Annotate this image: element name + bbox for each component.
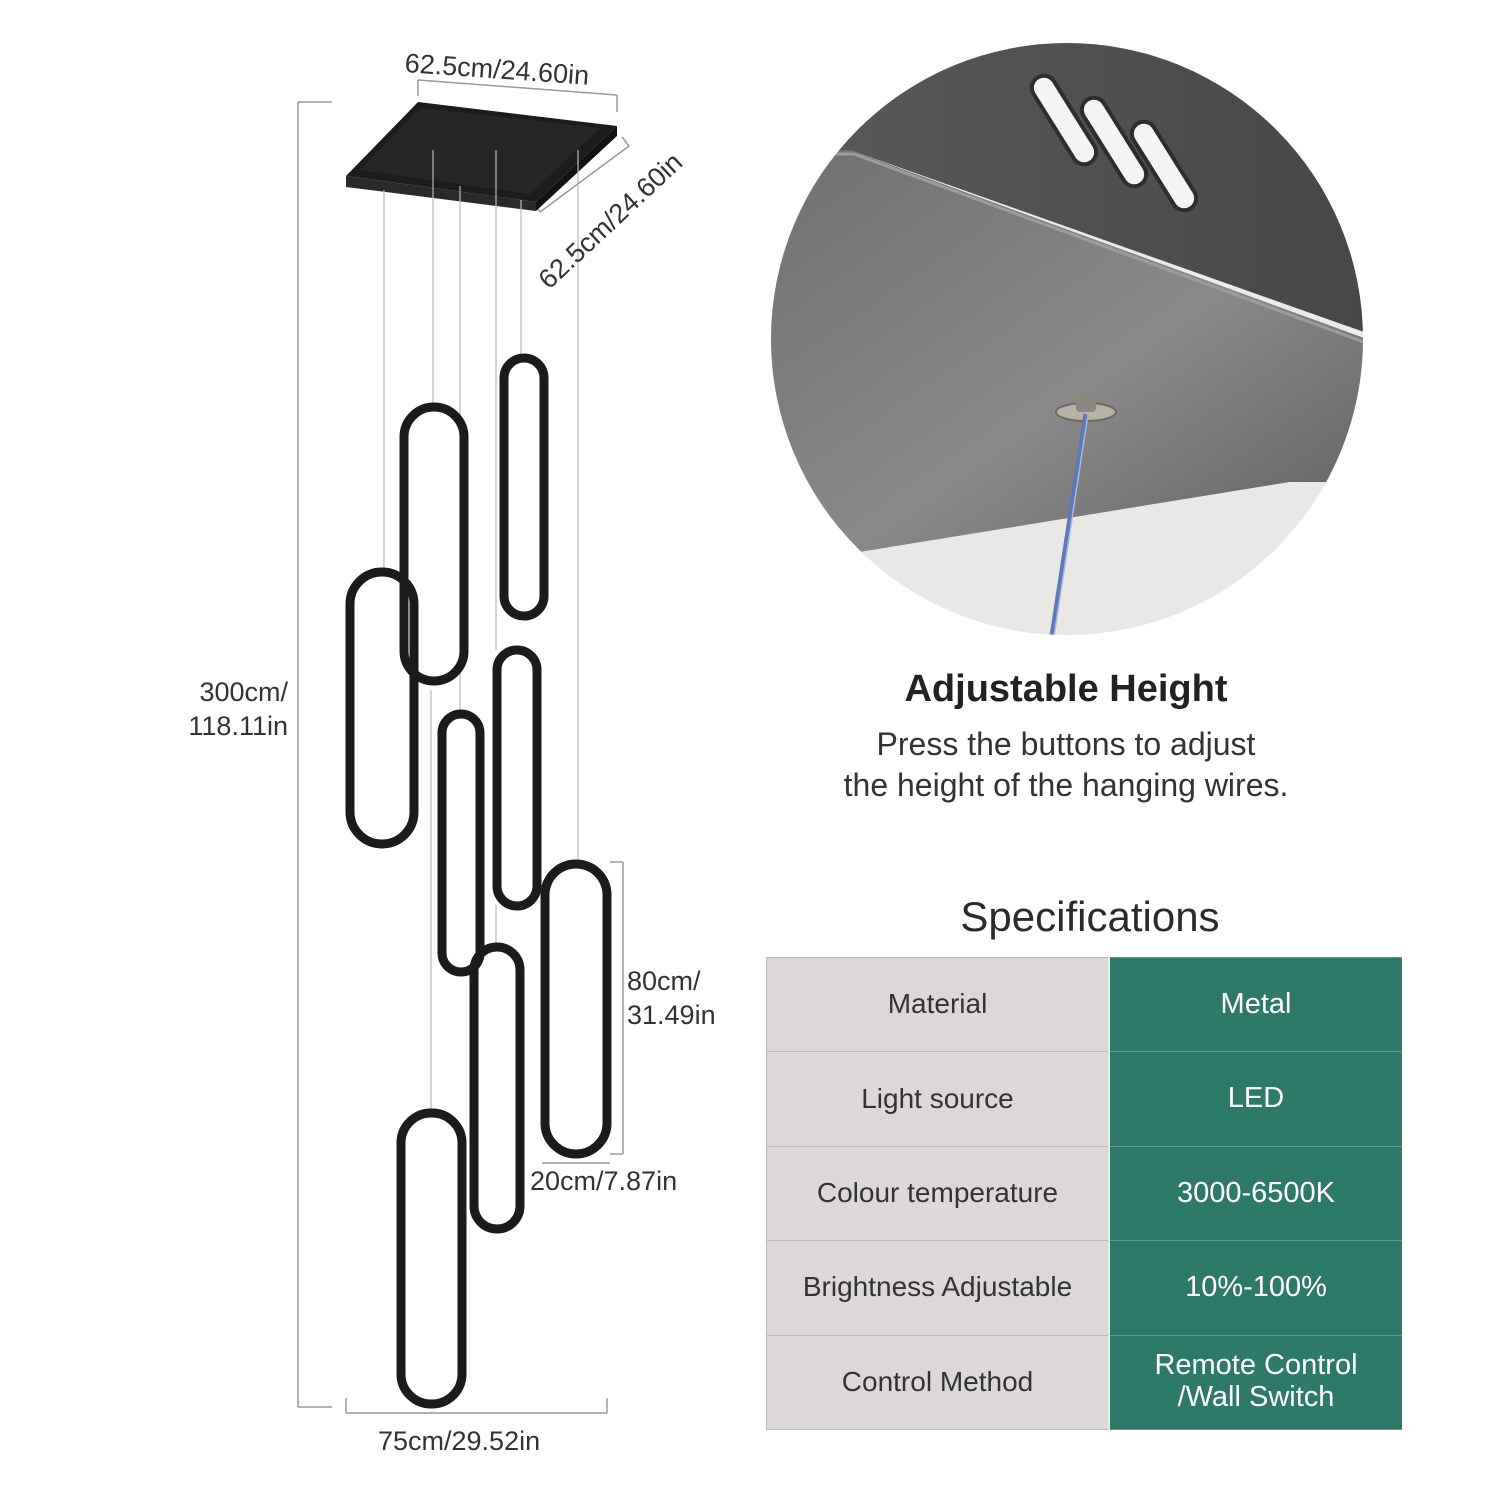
- total-width-label: 75cm/29.52in: [378, 1426, 541, 1456]
- height-dimension-line: [297, 101, 332, 1408]
- table-row: Brightness Adjustable 10%-100%: [766, 1240, 1402, 1336]
- led-ring: [399, 402, 469, 686]
- led-ring: [492, 645, 542, 911]
- product-dimension-drawing: [297, 79, 630, 1414]
- spec-key: Control Method: [766, 1334, 1109, 1431]
- spec-key: Colour temperature: [766, 1145, 1109, 1242]
- led-ring: [396, 1108, 467, 1409]
- total-height-line-1: 300cm/: [199, 677, 288, 707]
- ring-width-label: 20cm/7.87in: [530, 1166, 678, 1196]
- total-height-line-2: 118.11in: [188, 710, 288, 741]
- spec-value: 3000-6500K: [1108, 1145, 1402, 1242]
- feature-description-line-1: Press the buttons to adjust: [876, 726, 1256, 762]
- width-dimension-line: [345, 1398, 608, 1414]
- feature-description: Press the buttons to adjust the height o…: [768, 724, 1364, 805]
- led-ring: [469, 942, 525, 1234]
- spec-value: Remote Control /Wall Switch: [1108, 1334, 1402, 1431]
- led-ring: [345, 567, 419, 849]
- feature-title: Adjustable Height: [904, 668, 1228, 710]
- spec-value: 10%-100%: [1108, 1240, 1402, 1336]
- spec-key: Brightness Adjustable: [766, 1240, 1109, 1336]
- feature-description-line-2: the height of the hanging wires.: [843, 766, 1289, 803]
- ring-height-label: 80cm/ 31.49in: [627, 965, 716, 1033]
- spec-value: Metal: [1108, 956, 1402, 1053]
- led-ring: [437, 709, 485, 977]
- ring-height-line-2: 31.49in: [627, 999, 716, 1030]
- table-row: Light source LED: [766, 1051, 1402, 1147]
- total-height-label: 300cm/ 118.11in: [164, 676, 288, 744]
- spec-key: Light source: [766, 1051, 1109, 1147]
- ring-height-line: [610, 861, 624, 1155]
- led-rings: [345, 353, 612, 1409]
- ceiling-canopy: [346, 102, 617, 211]
- table-row: Material Metal: [766, 956, 1402, 1053]
- canopy-width-line: [417, 79, 618, 112]
- led-ring: [540, 859, 612, 1159]
- specifications-title: Specifications: [960, 893, 1220, 940]
- ring-height-line-1: 80cm/: [627, 966, 701, 996]
- led-ring: [499, 353, 549, 621]
- spec-key: Material: [766, 956, 1109, 1053]
- table-row: Control Method Remote Control /Wall Swit…: [766, 1334, 1402, 1431]
- adjustable-height-detail-photo: [771, 43, 1363, 635]
- table-row: Colour temperature 3000-6500K: [766, 1145, 1402, 1242]
- specifications-table: Material Metal Light source LED Colour t…: [766, 956, 1402, 1431]
- spec-value: LED: [1108, 1051, 1402, 1147]
